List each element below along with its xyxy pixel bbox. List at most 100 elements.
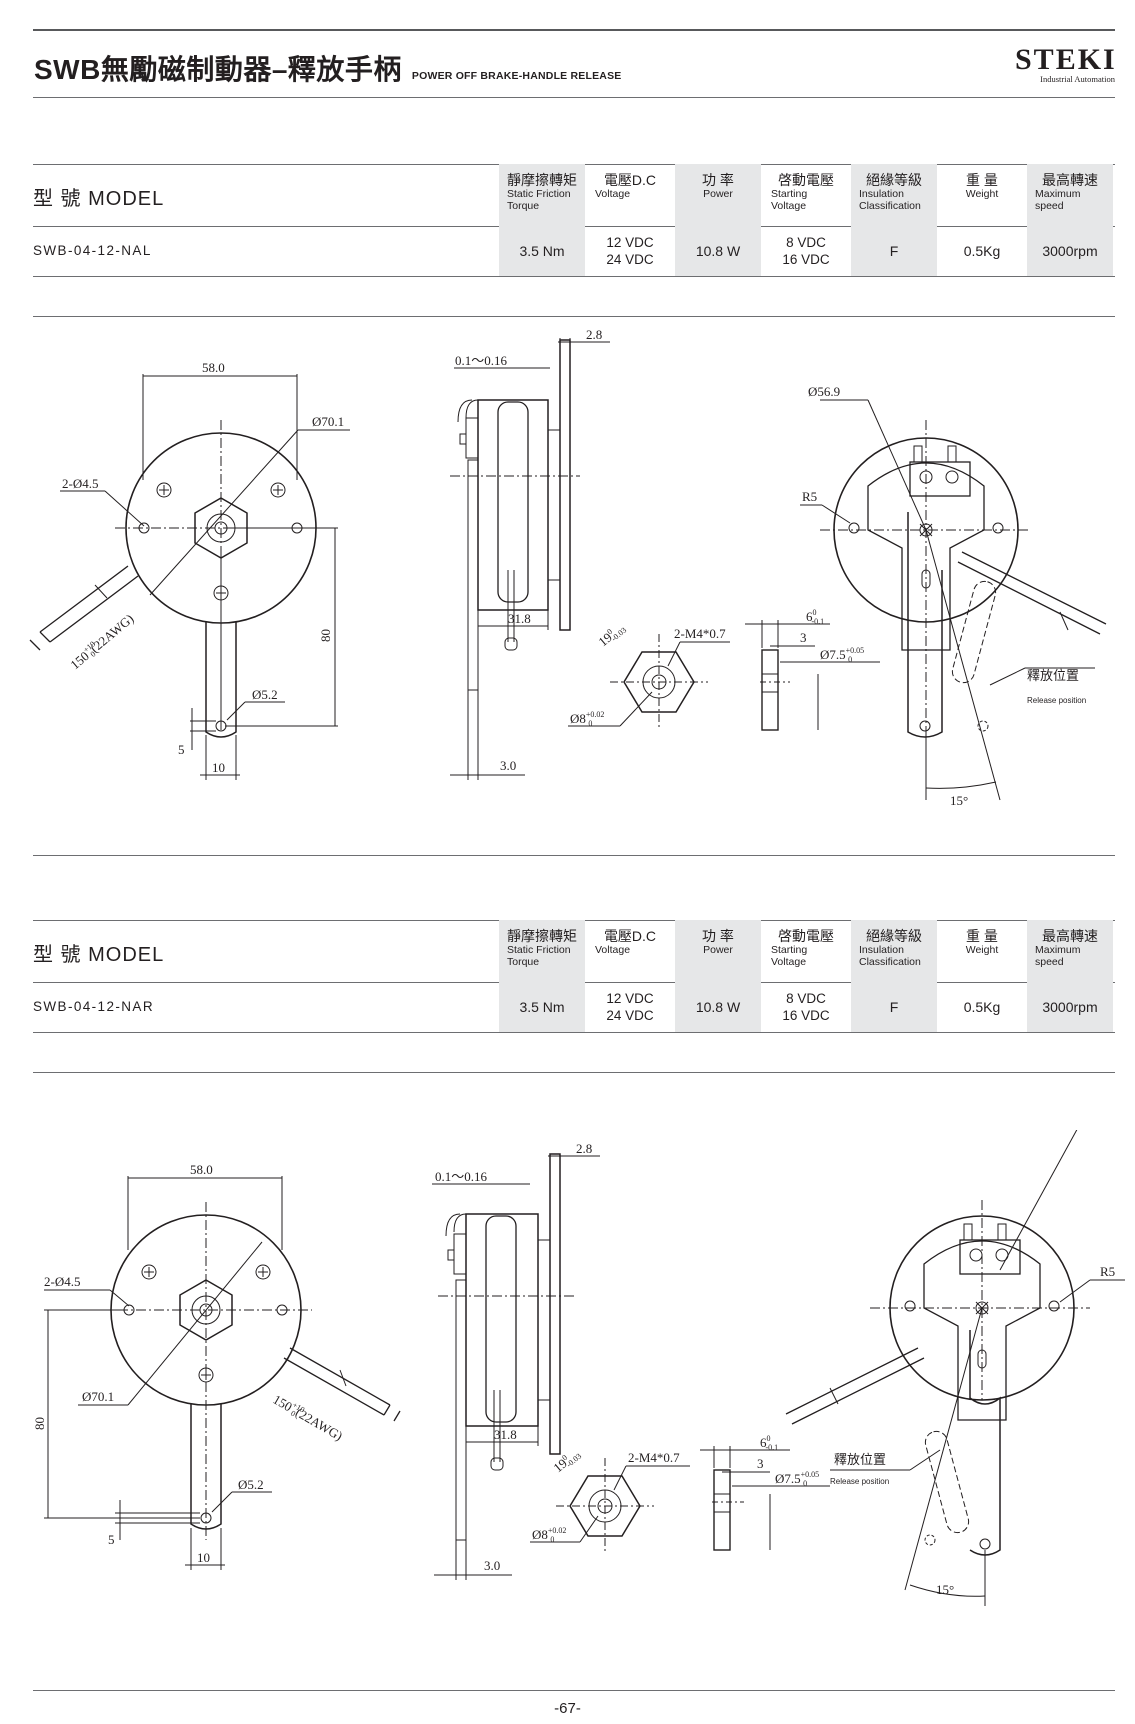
- dim-bore-val: Ø8: [532, 1527, 548, 1542]
- col-voltage-en: Voltage: [595, 188, 631, 200]
- col-power-zh: 功 率: [702, 928, 734, 944]
- dim-three: 3: [800, 630, 807, 645]
- col-voltage-en: Voltage: [595, 944, 631, 956]
- starting-value-2: 16 VDC: [782, 1008, 830, 1023]
- dim-six-val: 6: [760, 1435, 767, 1450]
- dim-six-tol-hi: 0: [767, 1434, 771, 1443]
- col-weight-zh: 重 量: [966, 928, 998, 944]
- voltage-value-1: 12 VDC: [606, 235, 654, 250]
- col-torque-zh: 靜摩擦轉矩: [507, 172, 577, 188]
- dim-six-tol-lo: -0.1: [766, 1443, 779, 1452]
- dim-outer-dia: Ø70.1: [312, 414, 344, 429]
- side-view: 0.1～0.16 2.8 31.8 3.0: [450, 330, 610, 780]
- section-rule: [33, 316, 1115, 317]
- col-torque-zh: 靜摩擦轉矩: [507, 928, 577, 944]
- voltage-value-2: 24 VDC: [606, 252, 654, 267]
- dim-shaft-tol-lo: 0: [803, 1479, 807, 1488]
- header-rule: [33, 97, 1115, 98]
- col-starting-en: Starting: [771, 944, 808, 956]
- cell-weight: 0.5Kg: [939, 982, 1025, 1032]
- top-rule: [33, 29, 1115, 31]
- dim-six-tol-hi: 0: [813, 608, 817, 617]
- col-torque-en2: Torque: [507, 956, 540, 968]
- col-starting-zh: 啓動電壓: [778, 172, 834, 188]
- col-insulation-en2: Classification: [859, 200, 921, 212]
- power-value: 10.8 W: [695, 243, 741, 259]
- weight-value: 0.5Kg: [963, 243, 1001, 259]
- col-insulation-zh: 絕緣等級: [866, 928, 922, 944]
- dim-shaft-val: Ø7.5: [775, 1471, 801, 1486]
- dim-pin-dia: Ø5.2: [252, 687, 278, 702]
- dim-shaft-tol-hi: +0.05: [801, 1470, 820, 1479]
- dim-gap: 0.1～0.16: [435, 1169, 488, 1184]
- dim-width: 58.0: [190, 1162, 213, 1177]
- dim-wire-spec: (22AWG): [87, 611, 136, 656]
- table-bottom-rule: [33, 276, 1115, 277]
- col-speed-en2: speed: [1035, 956, 1064, 968]
- col-torque-en: Static Friction: [507, 188, 571, 200]
- voltage-value-2: 24 VDC: [606, 1008, 654, 1023]
- release-label-en: Release position: [1027, 696, 1086, 705]
- title-text: SWB無勵磁制動器–釋放手柄: [34, 54, 402, 85]
- dim-five: 5: [108, 1532, 115, 1547]
- cell-torque: 3.5 Nm: [499, 226, 585, 276]
- drawing-nar: 58.0 2-Ø4.5 80 Ø70.1 150+100(22AWG) Ø5.2…: [32, 1130, 1125, 1606]
- section-rule-3: [33, 1072, 1115, 1073]
- dim-pin-dia: Ø5.2: [238, 1477, 264, 1492]
- dim-hex-tol-lo: -0.03: [610, 626, 629, 644]
- dim-ten: 10: [212, 760, 225, 775]
- dim-height: 80: [318, 629, 333, 642]
- speed-value: 3000rpm: [1042, 999, 1098, 1015]
- col-power-en: Power: [703, 188, 733, 200]
- model-value: SWB-04-12-NAL: [33, 243, 152, 258]
- side-view: 0.1～0.16 2.8 31.8 3.0: [432, 1141, 600, 1580]
- dim-wire: 150+100(22AWG): [67, 610, 137, 673]
- rear-view: Ø56.9 R5 釋放位置 Release position 15°: [785, 1130, 1125, 1606]
- dim-angle: 15°: [950, 793, 968, 808]
- table-row: SWB-04-12-NAL 3.5 Nm 12 VDC 24 VDC 10.8 W…: [33, 226, 1115, 276]
- dim-bore-tol-lo: 0: [588, 719, 592, 728]
- dim-six: 60-0.1: [806, 608, 824, 626]
- col-insulation-en: Insulation: [859, 188, 904, 200]
- col-voltage-zh: 電壓D.C: [603, 172, 657, 188]
- brand-tagline: Industrial Automation: [1040, 74, 1115, 84]
- dim-wire-tol-low: 0: [89, 649, 98, 658]
- dim-hex: 190-0.03: [595, 619, 628, 650]
- cell-torque: 3.5 Nm: [499, 982, 585, 1032]
- col-torque-en2: Torque: [507, 200, 540, 212]
- dim-bore-tol-lo: 0: [550, 1535, 554, 1544]
- col-insulation-en: Insulation: [859, 944, 904, 956]
- col-speed-zh: 最高轉速: [1042, 928, 1098, 944]
- dim-shaft-val: Ø7.5: [820, 647, 846, 662]
- weight-value: 0.5Kg: [963, 999, 1001, 1015]
- front-view: 58.0 2-Ø4.5 80 Ø70.1 150+100(22AWG) Ø5.2…: [32, 1162, 401, 1570]
- cell-insulation: F: [851, 226, 937, 276]
- dim-six: 60-0.1: [760, 1434, 778, 1452]
- col-power-en: Power: [703, 944, 733, 956]
- dim-hex: 190-0.03: [550, 1445, 583, 1476]
- dim-holes: 2-Ø4.5: [62, 476, 98, 491]
- cell-voltage: 12 VDC 24 VDC: [587, 226, 673, 276]
- dim-height: 80: [32, 1417, 47, 1430]
- col-insulation-zh: 絕緣等級: [866, 172, 922, 188]
- dim-six-val: 6: [806, 609, 813, 624]
- release-label-zh: 釋放位置: [1027, 668, 1079, 683]
- dim-wire-spec: (22AWG): [293, 1405, 345, 1444]
